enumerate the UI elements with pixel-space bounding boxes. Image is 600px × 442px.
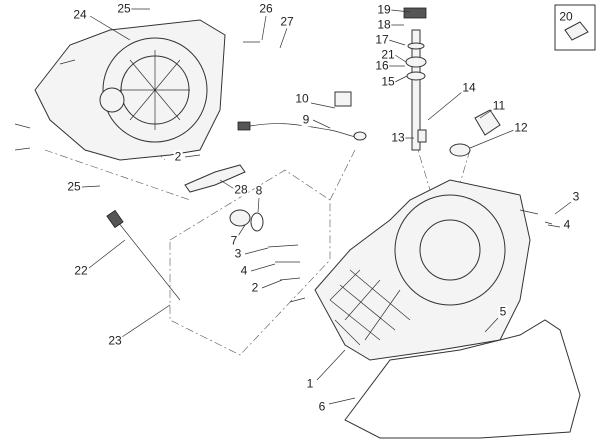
callout-19[interactable]: 19 xyxy=(376,2,392,17)
callout-20[interactable]: 20 xyxy=(558,9,574,24)
callout-11[interactable]: 11 xyxy=(491,98,507,113)
callout-28[interactable]: 28 xyxy=(233,182,249,197)
bracket xyxy=(184,164,246,193)
callout-10[interactable]: 10 xyxy=(294,91,310,106)
cap-and-oring xyxy=(449,109,501,157)
callout-8[interactable]: 8 xyxy=(254,183,264,198)
callout-25-lower[interactable]: 25 xyxy=(66,179,82,194)
callout-13[interactable]: 13 xyxy=(390,130,406,145)
leader-lines xyxy=(81,8,572,405)
plug-and-seal xyxy=(229,209,264,232)
callout-14[interactable]: 14 xyxy=(461,80,477,95)
dipstick xyxy=(106,209,181,301)
callout-26[interactable]: 26 xyxy=(258,1,274,16)
callout-22[interactable]: 22 xyxy=(73,263,89,278)
shaft-assembly xyxy=(403,7,427,151)
callout-4-right[interactable]: 4 xyxy=(562,217,572,232)
callout-7[interactable]: 7 xyxy=(229,233,239,248)
callout-12[interactable]: 12 xyxy=(513,120,529,135)
callout-4[interactable]: 4 xyxy=(239,263,249,278)
callout-15[interactable]: 15 xyxy=(380,74,396,89)
callout-23[interactable]: 23 xyxy=(107,333,123,348)
bolts xyxy=(14,41,553,303)
callout-27[interactable]: 27 xyxy=(279,14,295,29)
callout-9[interactable]: 9 xyxy=(301,112,311,127)
callout-18[interactable]: 18 xyxy=(376,17,392,32)
callout-17[interactable]: 17 xyxy=(374,32,390,47)
sensor-cable xyxy=(237,91,367,141)
gasket xyxy=(344,319,581,439)
callout-25[interactable]: 25 xyxy=(116,1,132,16)
callout-3-right[interactable]: 3 xyxy=(571,189,581,204)
callout-24[interactable]: 24 xyxy=(72,7,88,22)
right-engine-cover xyxy=(314,179,531,361)
left-clutch-cover xyxy=(34,19,226,161)
callout-16[interactable]: 16 xyxy=(374,58,390,73)
callout-2-lower[interactable]: 2 xyxy=(250,280,260,295)
callout-6[interactable]: 6 xyxy=(317,399,327,414)
callout-3[interactable]: 3 xyxy=(233,246,243,261)
callout-1[interactable]: 1 xyxy=(305,376,315,391)
callout-2[interactable]: 2 xyxy=(173,149,183,164)
callout-5[interactable]: 5 xyxy=(498,304,508,319)
callout-21[interactable]: 21 xyxy=(380,47,396,62)
